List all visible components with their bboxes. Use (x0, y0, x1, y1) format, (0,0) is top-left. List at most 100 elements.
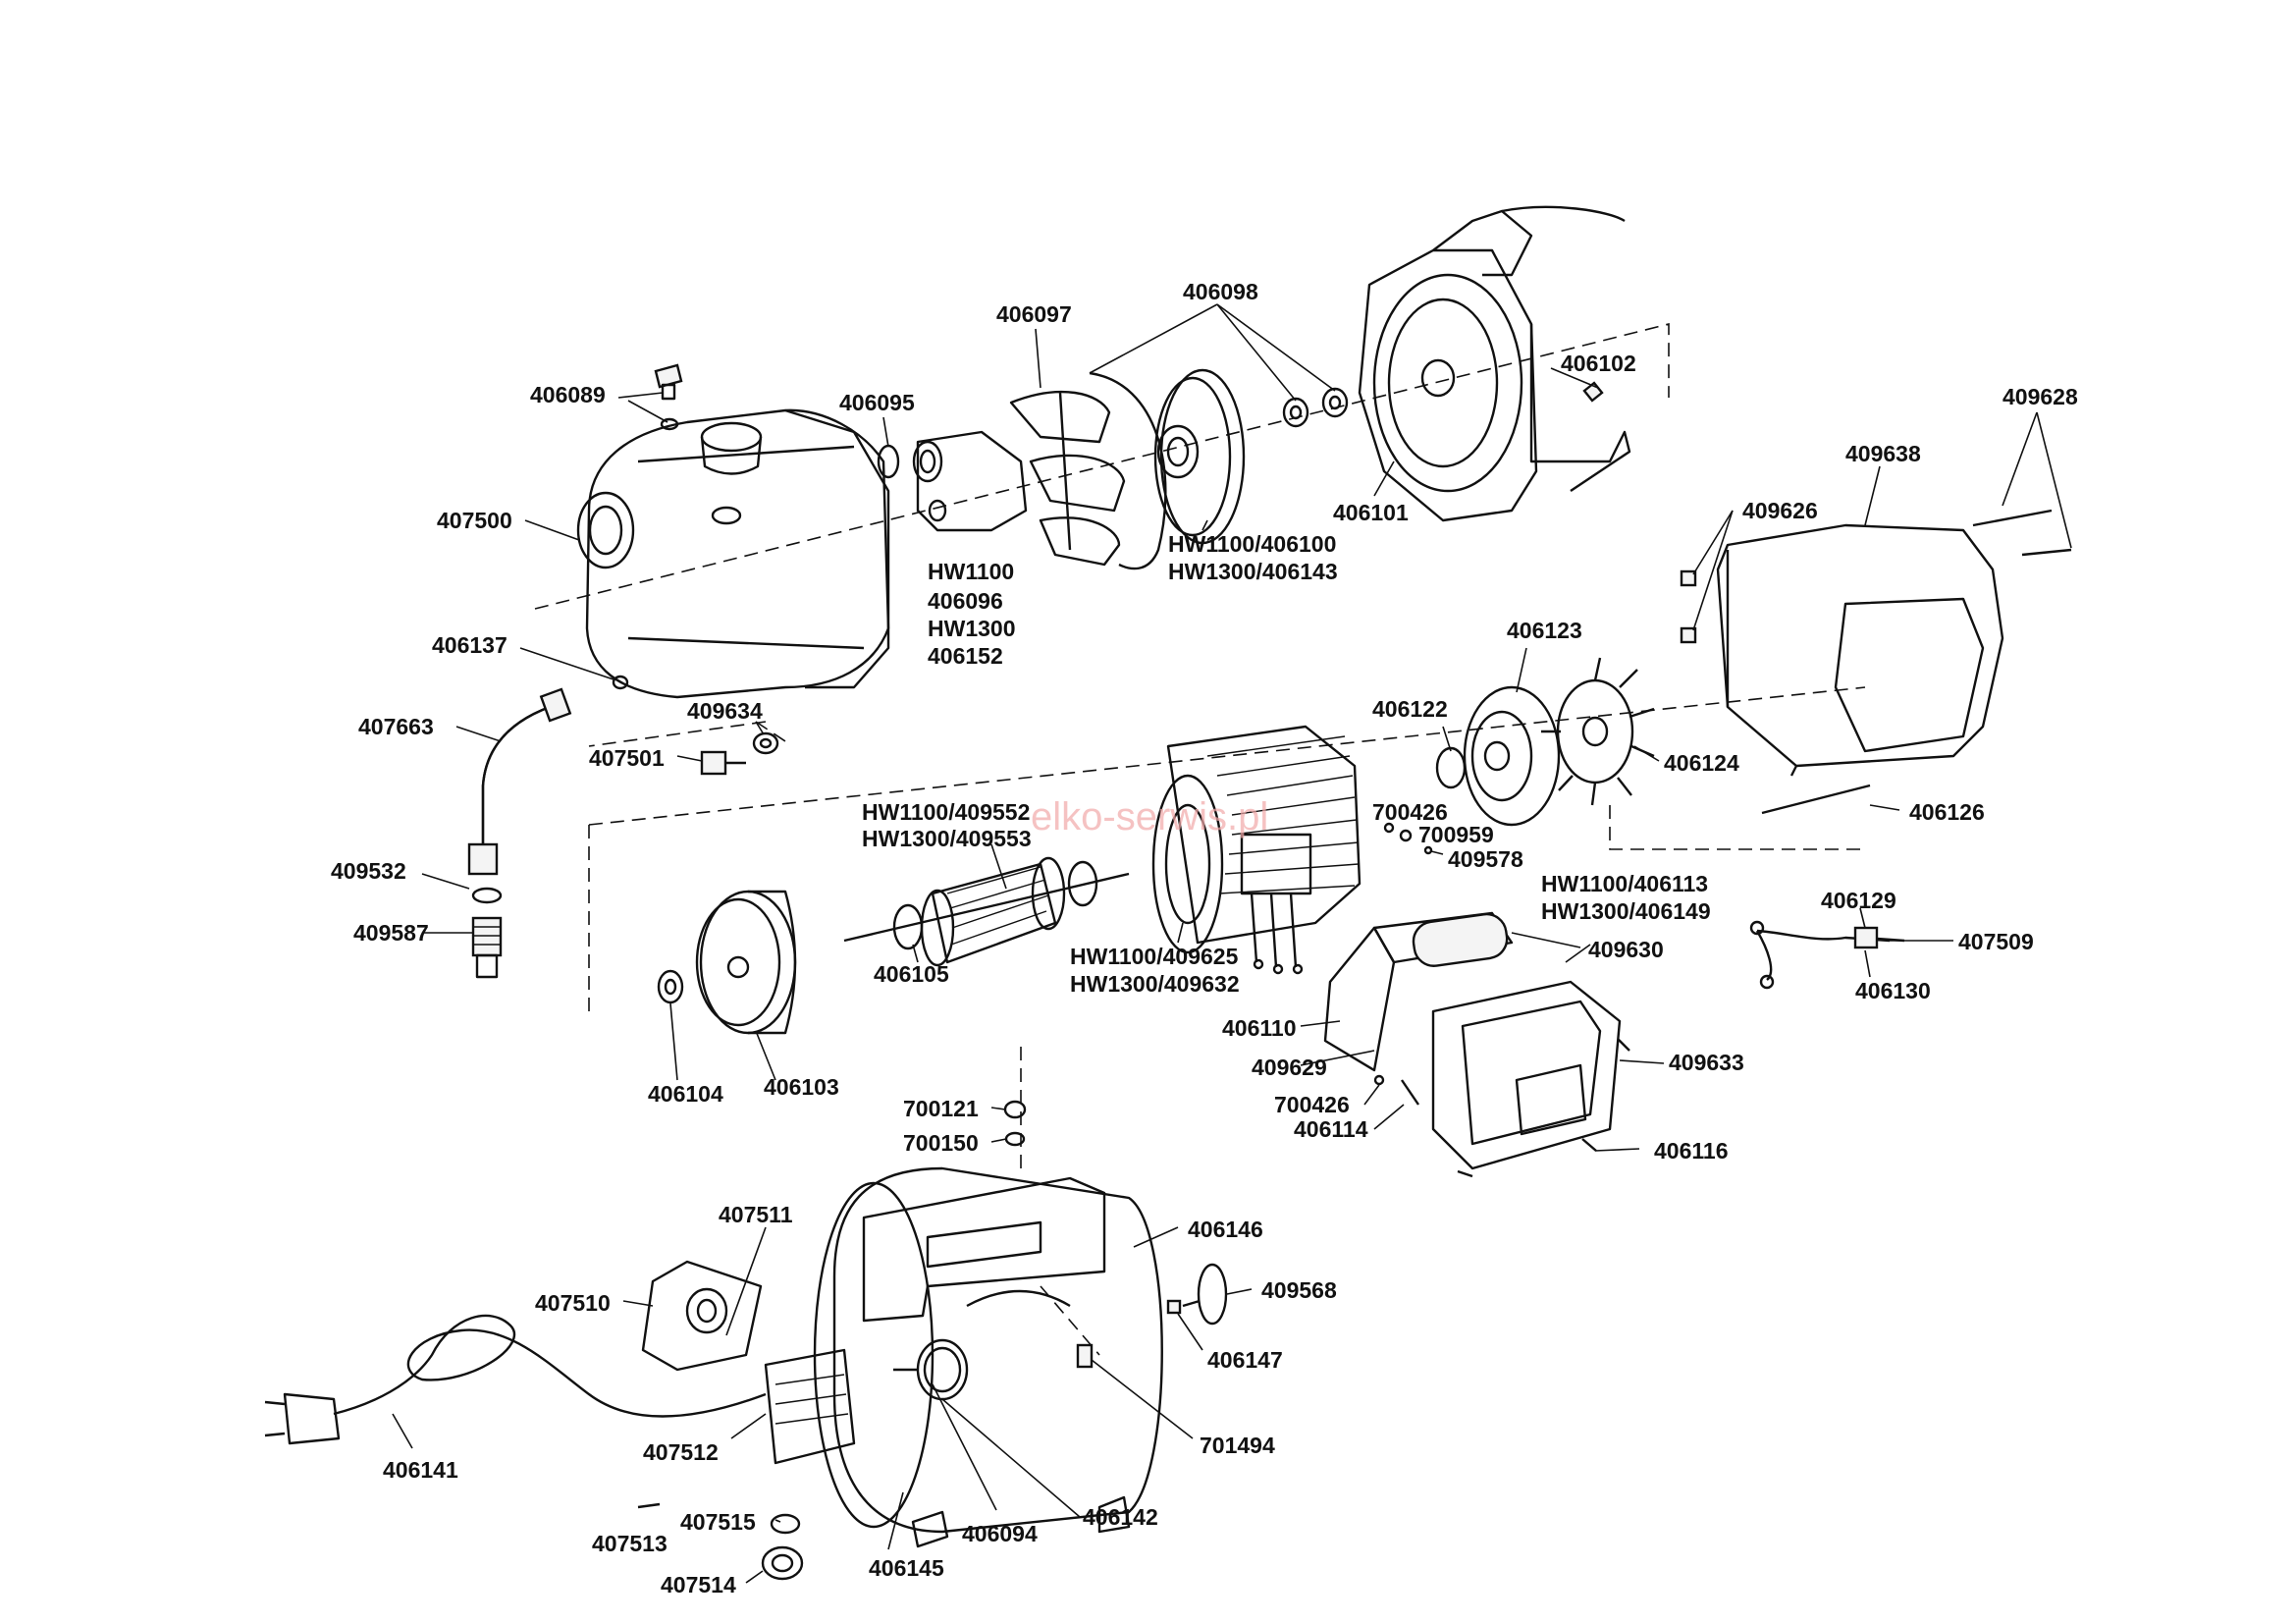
pressure-switch-407510 (641, 1260, 763, 1372)
screw-701494 (1076, 1343, 1094, 1369)
nut-407514 (761, 1545, 804, 1581)
label-700121: 700121 (903, 1096, 979, 1121)
label-409578: 409578 (1448, 846, 1523, 872)
end-cap-406103 (695, 890, 797, 1035)
label-406102: 406102 (1561, 351, 1636, 376)
pressure-tank-406146 (813, 1166, 1163, 1548)
diffuser-406097 (1009, 390, 1126, 567)
impeller-406100 (1153, 368, 1246, 545)
label-409568: 409568 (1261, 1277, 1337, 1303)
washer-406104 (657, 969, 684, 1004)
screw-407513 (637, 1502, 661, 1509)
pump-housing-407500 (576, 408, 890, 699)
label-409634: 409634 (687, 698, 763, 724)
stator-409625 (1151, 725, 1362, 975)
rods-409628 (1761, 509, 2072, 815)
label-hw1300-406149: HW1300/406149 (1541, 898, 1711, 924)
screw-407501 (700, 750, 746, 776)
label-406141: 406141 (383, 1457, 458, 1483)
fan-406124 (1541, 657, 1655, 806)
label-hw1100-409552: HW1100/409552 (862, 799, 1030, 825)
label-406124: 406124 (1664, 750, 1739, 776)
label-406145: 406145 (869, 1555, 944, 1581)
capacitor-406113 (1323, 911, 1514, 1072)
label-700426-b: 700426 (1274, 1092, 1350, 1117)
label-hw1100-406113: HW1100/406113 (1541, 871, 1708, 896)
end-shield-406123 (1463, 685, 1561, 827)
terminal-box-cover-409633 (1431, 980, 1622, 1170)
nozzle-406096 (912, 430, 1028, 532)
label-406096: 406096 (928, 588, 1003, 614)
leader-lines (392, 303, 2072, 1584)
motor-flange-406101 (1358, 205, 1631, 522)
label-407509: 407509 (1958, 929, 2034, 954)
label-407514: 407514 (661, 1572, 736, 1597)
label-407500: 407500 (437, 508, 512, 533)
label-406116: 406116 (1654, 1138, 1728, 1164)
gauge-406142 (893, 1338, 969, 1401)
small-parts-700426 (1383, 822, 1433, 855)
label-406095: 406095 (839, 390, 915, 415)
washer-406122 (1435, 746, 1467, 789)
assembly-axis-lines (534, 322, 1866, 1356)
label-409628: 409628 (2002, 384, 2078, 409)
label-409626: 409626 (1742, 498, 1818, 523)
label-406147: 406147 (1207, 1347, 1283, 1373)
label-hw1300-409632: HW1300/409632 (1070, 971, 1240, 997)
label-hw1300-a: HW1300 (928, 616, 1015, 641)
label-406094: 406094 (962, 1521, 1038, 1546)
seal-406137 (612, 675, 629, 690)
label-406110: 406110 (1222, 1015, 1296, 1041)
label-407515: 407515 (680, 1509, 756, 1535)
label-409587: 409587 (353, 920, 429, 946)
drain-plug-406089 (654, 363, 683, 431)
label-407510: 407510 (535, 1290, 611, 1316)
label-409630: 409630 (1588, 937, 1664, 962)
label-406122: 406122 (1372, 696, 1448, 722)
label-700426-a: 700426 (1372, 799, 1448, 825)
label-406104: 406104 (648, 1081, 723, 1107)
cable-406129 (1749, 920, 1905, 990)
label-406089: 406089 (530, 382, 606, 407)
label-406130: 406130 (1855, 978, 1931, 1003)
label-409532: 409532 (331, 858, 406, 884)
label-409638: 409638 (1845, 441, 1921, 466)
label-407513: 407513 (592, 1531, 667, 1556)
nuts-700121 (1003, 1100, 1027, 1147)
washer-409634 (752, 731, 779, 755)
label-406129: 406129 (1821, 888, 1896, 913)
label-406097: 406097 (996, 301, 1072, 327)
label-hw1300-409553: HW1300/409553 (862, 826, 1032, 851)
label-409629: 409629 (1252, 1055, 1327, 1080)
label-406137: 406137 (432, 632, 507, 658)
screw-406114 (1373, 1074, 1419, 1106)
label-hw1100-a: HW1100 (928, 559, 1014, 584)
label-407511: 407511 (719, 1202, 793, 1227)
manifold-407512 (764, 1348, 856, 1465)
label-406126: 406126 (1909, 799, 1985, 825)
valve-406147 (1166, 1299, 1182, 1315)
label-406105: 406105 (874, 961, 949, 987)
label-407501: 407501 (589, 745, 665, 771)
label-406101: 406101 (1333, 500, 1409, 525)
label-hw1100-406100: HW1100/406100 (1168, 531, 1336, 557)
o-ring-406095 (877, 444, 900, 479)
membrane-cap-409568 (1182, 1263, 1228, 1326)
motor-cover-409638 (1716, 523, 2004, 777)
seal-406098 (1282, 387, 1349, 428)
label-701494: 701494 (1200, 1433, 1275, 1458)
screws-406116 (1457, 1038, 1630, 1178)
label-406152: 406152 (928, 643, 1003, 669)
part-labels: 406089 407500 406137 407663 409634 40750… (331, 279, 2078, 1597)
washer-407515 (770, 1513, 801, 1535)
nuts-409626 (1680, 569, 1697, 644)
label-407512: 407512 (643, 1439, 719, 1465)
label-406146: 406146 (1188, 1217, 1263, 1242)
label-406098: 406098 (1183, 279, 1258, 304)
hose-407663 (467, 687, 572, 979)
o-ring-large (1089, 371, 1167, 570)
watermark-text: elko-serwis.pl (1031, 795, 1268, 839)
label-406142: 406142 (1083, 1504, 1158, 1530)
cord-406141 (264, 1314, 767, 1445)
